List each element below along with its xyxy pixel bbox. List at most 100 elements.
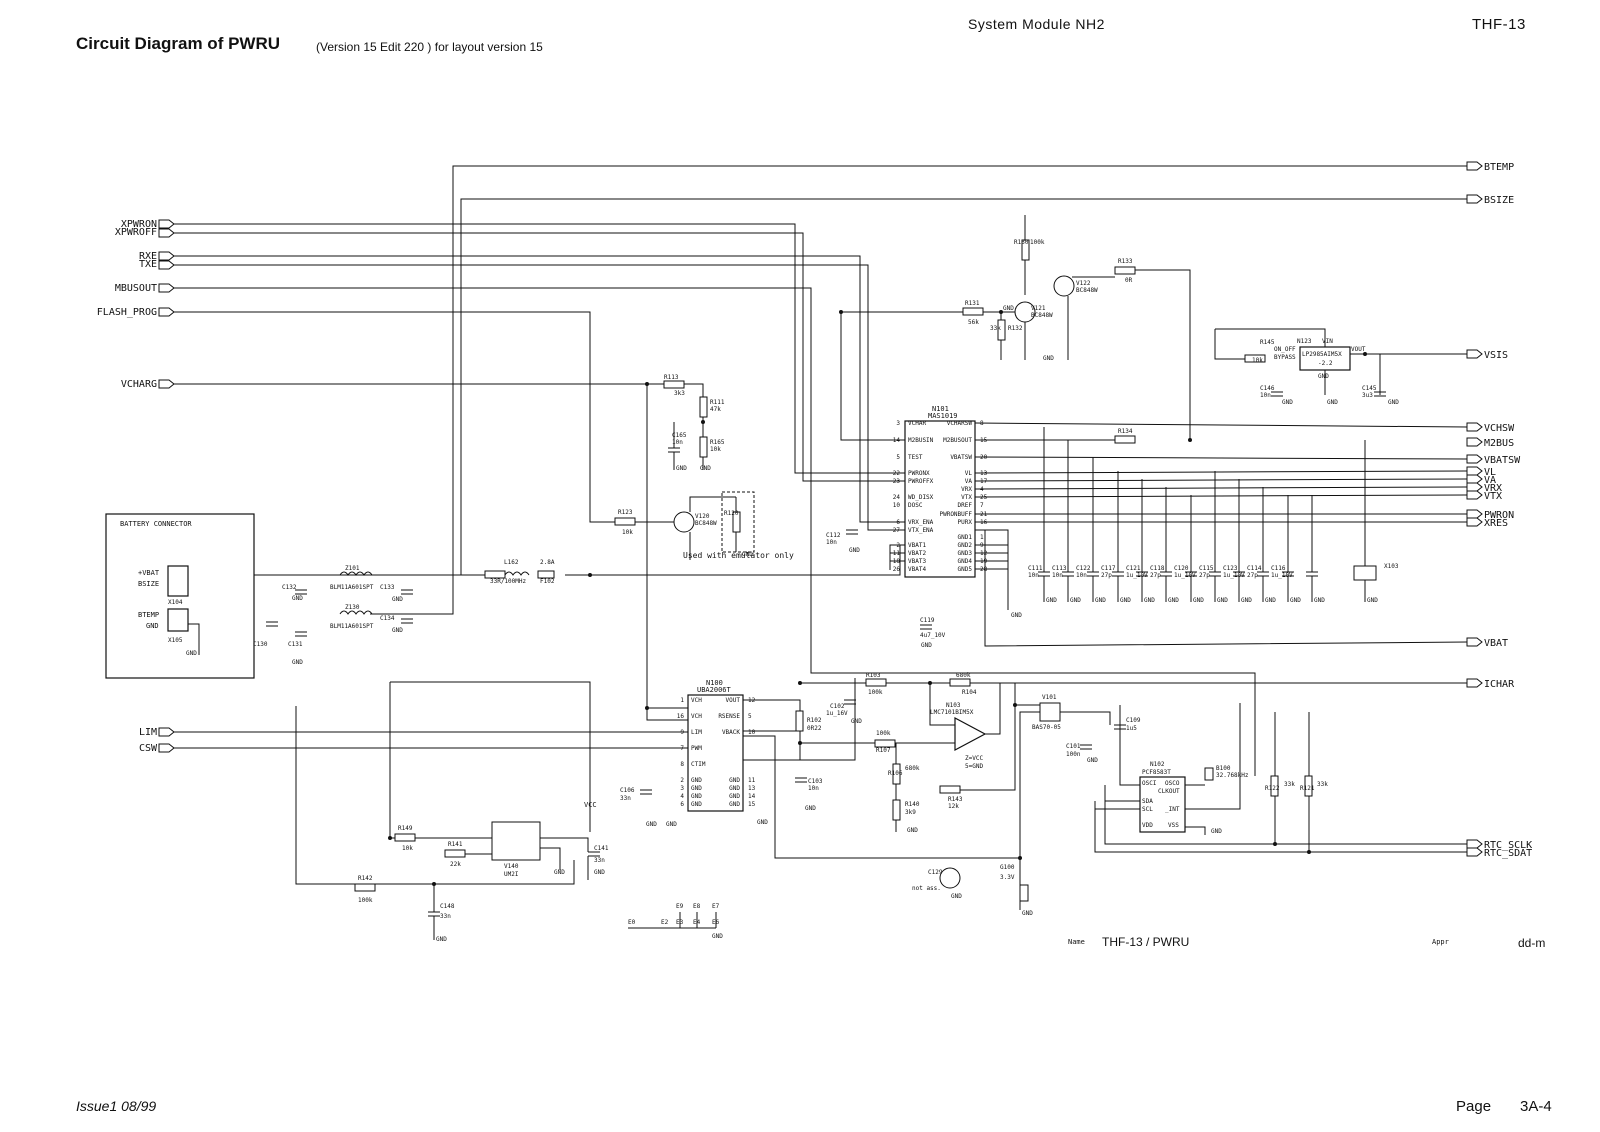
n100-pin-num: 6 bbox=[680, 801, 684, 808]
emulator-note: Used with emulator only bbox=[683, 551, 794, 560]
n103-note1: Z=VCC bbox=[965, 755, 983, 762]
gnd-label: GND bbox=[1282, 399, 1293, 406]
component-value: 32.768kHz bbox=[1216, 772, 1249, 779]
component-ref: R141 bbox=[448, 841, 463, 848]
component-value: 0R22 bbox=[807, 725, 822, 732]
port-label-vrx: VRX bbox=[1484, 483, 1502, 494]
gnd-label: GND bbox=[594, 869, 605, 876]
component-value: BC848W bbox=[695, 520, 717, 527]
component-ref: C112 bbox=[826, 532, 841, 539]
component-ref: C148 bbox=[440, 903, 455, 910]
n101-pin-name: PWRONBUFF bbox=[939, 511, 972, 518]
n101-pin-name: VCHARSW bbox=[947, 420, 973, 427]
n103-part: LMC7101BIM5X bbox=[930, 709, 974, 716]
n100-pin-num: 10 bbox=[748, 729, 756, 736]
component-value: 10k bbox=[402, 845, 413, 852]
n101-pin-num: 13 bbox=[980, 470, 988, 477]
test-point-label: E3 bbox=[676, 919, 684, 926]
document-id: THF-13 bbox=[1472, 16, 1526, 33]
component-value: 27p bbox=[1150, 572, 1161, 579]
n123-part: LP2985AIM5X bbox=[1302, 351, 1342, 358]
port-label-vbatsw: VBATSW bbox=[1484, 455, 1521, 466]
test-point-label: E0 bbox=[628, 919, 636, 926]
port-label-rtc-sdat: RTC_SDAT bbox=[1484, 848, 1532, 859]
component-value: 33k bbox=[1284, 781, 1295, 788]
ref-x104: X104 bbox=[168, 599, 183, 606]
right-ports: BTEMP BSIZE VSIS VCHSW M2BUS VBATSW VL V… bbox=[1466, 161, 1532, 859]
pin-gnd: GND bbox=[146, 622, 159, 630]
port-label-vl: VL bbox=[1484, 467, 1496, 478]
n101-pin-num: 16 bbox=[980, 519, 988, 526]
test-point-label: E2 bbox=[661, 919, 669, 926]
gnd-label: GND bbox=[1011, 612, 1022, 619]
component-value: 10k bbox=[1252, 357, 1263, 364]
n103-ref: N103 bbox=[946, 702, 961, 709]
n101-pin-num: 4 bbox=[980, 486, 984, 493]
n100-pin-num: 14 bbox=[748, 793, 756, 800]
n102-pin-scl: SCL bbox=[1142, 806, 1153, 813]
component-value: 1u5 bbox=[1126, 725, 1137, 732]
n123-pin-bypass: BYPASS bbox=[1274, 354, 1296, 361]
n101-pin-name: M2BUSOUT bbox=[943, 437, 972, 444]
page-subtitle: (Version 15 Edit 220 ) for layout versio… bbox=[316, 40, 543, 54]
n100-pin-name: GND bbox=[729, 785, 740, 792]
n101-pin-name: DREF bbox=[958, 502, 973, 509]
port-label-csw: CSW bbox=[139, 743, 158, 754]
n100-part: UBA2006T bbox=[697, 686, 732, 694]
component-value: 27p bbox=[1247, 572, 1258, 579]
n101-pin-name: PWRONX bbox=[908, 470, 930, 477]
n100-pin-name: GND bbox=[691, 801, 702, 808]
gnd-label: GND bbox=[951, 893, 962, 900]
component-value: 33k bbox=[1317, 781, 1328, 788]
battery-connector-title: BATTERY CONNECTOR bbox=[120, 520, 192, 528]
port-label-vchsw: VCHSW bbox=[1484, 423, 1515, 434]
n100-pin-num: 4 bbox=[680, 793, 684, 800]
n100-pin-name: PWM bbox=[691, 745, 702, 752]
component-value: 33n bbox=[594, 857, 605, 864]
component-ref: R132 bbox=[1008, 325, 1023, 332]
component-ref: C129 bbox=[928, 869, 943, 876]
component-value: 10n bbox=[672, 439, 683, 446]
component-ref: R104 bbox=[962, 689, 977, 696]
component-ref: C130 bbox=[253, 641, 268, 648]
port-label-ichar: ICHAR bbox=[1484, 679, 1515, 690]
n100-pin-num: 15 bbox=[748, 801, 756, 808]
port-label-vbat: VBAT bbox=[1484, 638, 1508, 649]
component-ref: V121 bbox=[1031, 305, 1046, 312]
component-ref: C131 bbox=[288, 641, 303, 648]
component-ref: C133 bbox=[380, 584, 395, 591]
test-point-label: E9 bbox=[676, 903, 684, 910]
n101-pin-name: M2BUSIN bbox=[908, 437, 934, 444]
gnd-label: GND bbox=[392, 596, 403, 603]
gnd-label: GND bbox=[1327, 399, 1338, 406]
component-ref: Z130 bbox=[345, 604, 360, 611]
port-label-vcharg: VCHARG bbox=[121, 379, 157, 390]
component-value: 100k bbox=[876, 730, 891, 737]
left-ports: XPWRON XPWROFF RXE TXE MBUSOUT FLASH_PRO… bbox=[97, 219, 175, 754]
component-ref: R140 bbox=[905, 801, 920, 808]
n101-pin-name: PURX bbox=[958, 519, 973, 526]
n100-pin-num: 16 bbox=[677, 713, 685, 720]
n101-pin-num: 14 bbox=[893, 437, 901, 444]
n101-pin-name: VRX bbox=[961, 486, 972, 493]
gnd-label: GND bbox=[1367, 597, 1378, 604]
component-value: BC848W bbox=[1076, 287, 1098, 294]
component-ref: Z101 bbox=[345, 565, 360, 572]
gnd-label: GND bbox=[849, 547, 860, 554]
n102-pin-int: _INT bbox=[1165, 806, 1180, 813]
component-ref: V120 bbox=[695, 513, 710, 520]
component-value: BC848W bbox=[1031, 312, 1053, 319]
gnd-label: GND bbox=[1120, 597, 1131, 604]
component-value: 10k bbox=[622, 529, 633, 536]
n101-pin-num: 5 bbox=[896, 454, 900, 461]
component-labels: R1133k3R11147kR16510kC16510nR12310kV120B… bbox=[253, 239, 1399, 920]
port-label-rxe: RXE bbox=[139, 251, 157, 262]
n101-pin-num: 3 bbox=[896, 420, 900, 427]
n101-pin-num: 1 bbox=[980, 534, 984, 541]
component-ref: R133 bbox=[1118, 258, 1133, 265]
port-label-bsize: BSIZE bbox=[1484, 195, 1514, 206]
junction-dots bbox=[388, 310, 1367, 886]
n101-pin-name: VBATSW bbox=[950, 454, 972, 461]
